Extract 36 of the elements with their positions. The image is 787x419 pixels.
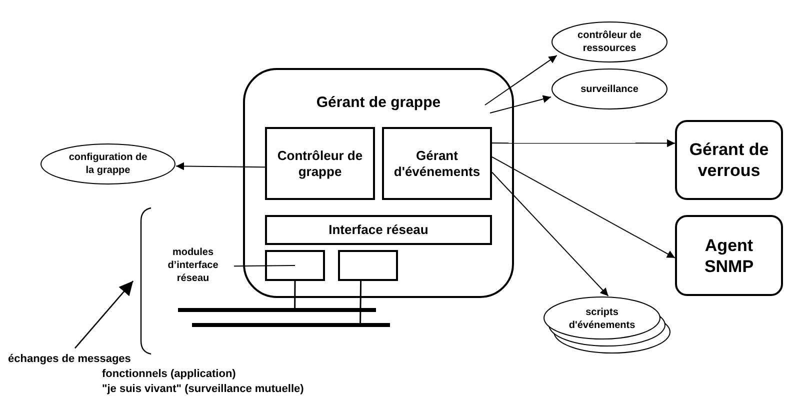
box-heading: Gérant de grappe (316, 93, 441, 113)
annotation-text: fonctionnels (application) (102, 367, 236, 382)
process-box (675, 215, 783, 296)
annotation-text: "je suis vivant" (surveillance mutuelle) (102, 382, 304, 397)
arrow (492, 172, 609, 296)
annotation-text: modules d’interface réseau (166, 246, 220, 284)
node-label: Gérant d'événements (392, 148, 482, 180)
ellipse-node (40, 143, 176, 185)
module-box (338, 250, 398, 281)
node-label: Gérant de verrous (688, 139, 770, 181)
process-box (265, 215, 492, 245)
arrow (74, 280, 134, 349)
node-label: scripts d'événements (568, 306, 636, 332)
node-label: Agent SNMP (703, 234, 755, 276)
arrow (176, 162, 266, 170)
node-label: surveillance (580, 82, 640, 96)
arrow (492, 156, 676, 258)
bracket (138, 207, 152, 355)
process-box (265, 127, 375, 200)
process-box (382, 127, 492, 200)
module-box (265, 250, 325, 281)
arrow (484, 54, 558, 106)
stacked-ellipses (543, 296, 671, 354)
node-label: contrôleur de ressources (576, 29, 642, 55)
node-label: Contrôleur de grappe (276, 148, 364, 180)
node-label: Interface réseau (328, 222, 430, 238)
arrow (490, 95, 552, 114)
ellipse-node (551, 68, 668, 110)
ellipse-node (551, 21, 668, 63)
connector-line (360, 281, 362, 323)
connector-line (294, 281, 296, 308)
annotation-text: échanges de messages (8, 352, 131, 367)
arrow (492, 139, 676, 148)
process-box (675, 120, 783, 200)
node-label: configuration de la grappe (68, 151, 148, 177)
cluster-manager-box (243, 68, 514, 298)
